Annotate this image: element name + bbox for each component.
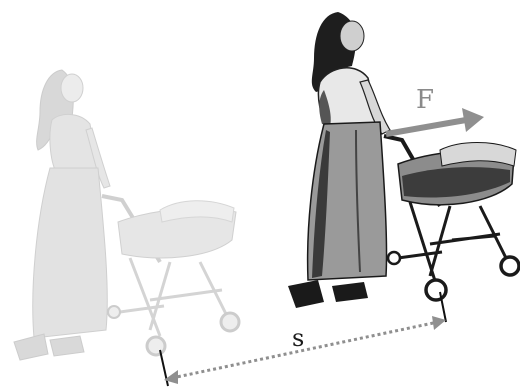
ghost-stroller xyxy=(102,196,239,355)
force-arrow xyxy=(386,108,484,134)
ghost-foot-back xyxy=(14,334,48,360)
stroller xyxy=(384,136,519,300)
ghost-stroller-frame xyxy=(120,258,228,336)
stroller-frame xyxy=(398,202,508,284)
woman-figure xyxy=(288,12,390,308)
displacement-label: s xyxy=(292,324,304,352)
ghost-woman-figure xyxy=(14,70,110,360)
wheel-front xyxy=(426,280,446,300)
ghost-wheel-small xyxy=(108,306,120,318)
force-arrow-shaft xyxy=(386,120,466,134)
woman-foot-back xyxy=(288,280,324,308)
ghost-head xyxy=(61,74,83,102)
ghost-wheel-front xyxy=(147,337,165,355)
ghost-skirt xyxy=(33,168,108,338)
displacement-arrow xyxy=(172,322,438,378)
force-label: F xyxy=(416,85,434,115)
force-arrow-head xyxy=(462,108,484,132)
wheel-back xyxy=(501,257,519,275)
ghost-foot-front xyxy=(50,336,84,356)
woman-head xyxy=(340,21,364,51)
displacement-arrow-head-right xyxy=(432,316,446,330)
woman-foot-front xyxy=(332,282,368,302)
ghost-wheel-back xyxy=(221,313,239,331)
wheel-small xyxy=(388,252,400,264)
